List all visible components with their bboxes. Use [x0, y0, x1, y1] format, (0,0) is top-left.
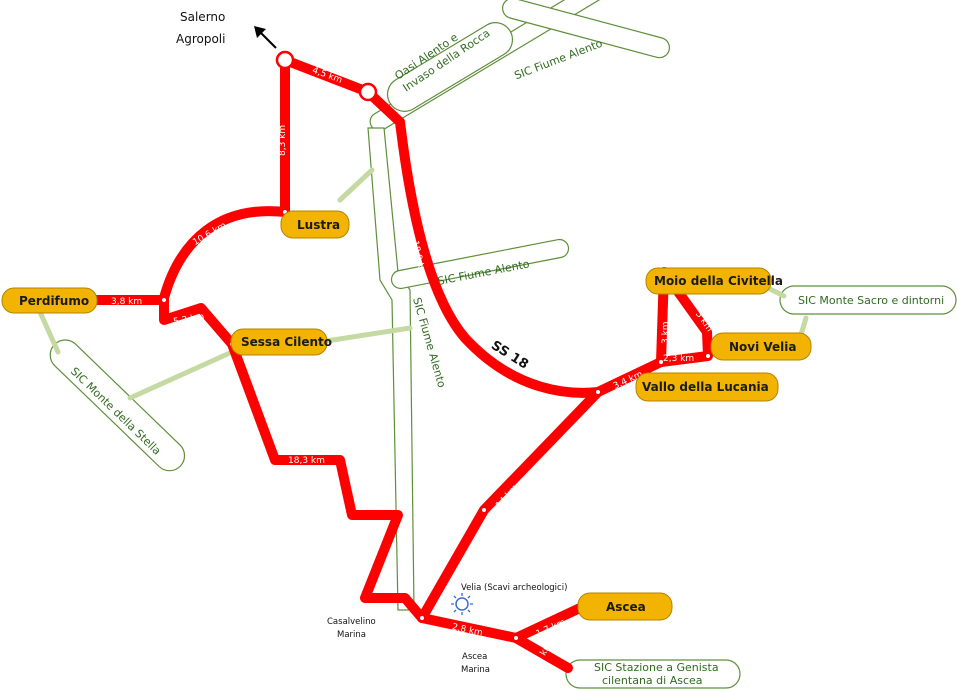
place-agropoli: Agropoli [176, 32, 225, 46]
node-vallo[interactable] [595, 389, 601, 395]
road-moio-triangle [656, 267, 713, 367]
town-novi-velia[interactable]: Novi Velia [710, 332, 812, 361]
sic-monte-sacro-shape[interactable] [779, 285, 957, 315]
node-velia-14[interactable] [481, 507, 487, 513]
town-perdifumo-label: Perdifumo [19, 294, 89, 308]
node-perdifumo-junction[interactable] [161, 297, 167, 303]
connector-lustra [337, 167, 375, 203]
place-salerno: Salerno [180, 10, 225, 24]
arrow-up-left-icon [254, 26, 277, 49]
sic-genista-shape[interactable] [565, 659, 741, 689]
oasi-alento-shape[interactable] [381, 16, 519, 117]
town-lustra-label: Lustra [297, 218, 340, 232]
node-salerno-junction[interactable] [275, 50, 295, 70]
place-labels: Salerno Agropoli Velia (Scavi archeologi… [176, 10, 567, 675]
town-moio[interactable]: Moio della Civitella [645, 267, 783, 295]
town-sessa-label: Sessa Cilento [241, 335, 332, 349]
sun-icon [451, 593, 473, 615]
sic-label-monte-sacro: SIC Monte Sacro e dintorni [798, 294, 944, 307]
town-moio-label: Moio della Civitella [654, 274, 783, 288]
town-novi-label: Novi Velia [729, 340, 797, 354]
sic-layer [49, 0, 957, 689]
dist-2-8: 2,8 km [451, 622, 484, 638]
dist-4-5: 4,5 km [311, 66, 344, 86]
connector-sessa-stella [127, 349, 235, 401]
node-novi[interactable] [705, 353, 711, 359]
node-vallo-triangle[interactable] [658, 359, 664, 365]
connector-sessa-river [317, 325, 413, 345]
place-ascea-marina-2: Marina [461, 665, 490, 675]
node-oasi-junction[interactable] [358, 82, 378, 102]
road-lustra-perdifumo [159, 206, 290, 303]
road-velia-ascea-marina [417, 613, 521, 643]
place-casalvelino-1: Casalvelino [327, 617, 376, 627]
road-ascea-marina-genista [511, 633, 573, 673]
town-ascea[interactable]: Ascea [577, 592, 673, 621]
connector-perdifumo-stella [37, 309, 61, 355]
dist-3: 3 km [661, 321, 671, 344]
dist-2-3: 2,3 km [663, 354, 694, 364]
sic-fiume-alento-top-pill[interactable] [500, 0, 671, 60]
node-ascea-marina[interactable] [513, 635, 519, 641]
road-sessa-casalvelino [227, 339, 427, 623]
road-nodes [161, 50, 711, 641]
place-ascea-marina-1: Ascea [462, 652, 487, 662]
dist-3-8: 3,8 km [111, 297, 142, 307]
dist-8-3: 8,3 km [278, 125, 288, 156]
place-velia: Velia (Scavi archeologici) [461, 583, 567, 593]
sic-label-genista-2: cilentana di Ascea [602, 674, 703, 687]
road-ss18-main [280, 55, 666, 398]
road-junction-sessa [159, 293, 237, 349]
town-vallo[interactable]: Vallo della Lucania [635, 372, 779, 402]
road-network [90, 55, 713, 673]
sic-label-genista-1: SIC Stazione a Genista [594, 661, 719, 674]
sic-label-monte-stella: SIC Monte della Stella [68, 365, 163, 458]
town-sessa-cilento[interactable]: Sessa Cilento [230, 328, 332, 356]
dist-18-3: 18,3 km [288, 456, 325, 466]
town-perdifumo[interactable]: Perdifumo [1, 287, 98, 314]
road-ascea-marina-ascea [511, 603, 585, 643]
node-casalvelino[interactable] [419, 615, 425, 621]
town-labels: Perdifumo Lustra Sessa Cilento Moio dell… [1, 210, 812, 621]
town-lustra[interactable]: Lustra [280, 210, 350, 239]
place-casalvelino-2: Marina [337, 630, 366, 640]
town-ascea-label: Ascea [606, 600, 646, 614]
town-vallo-label: Vallo della Lucania [642, 380, 769, 394]
